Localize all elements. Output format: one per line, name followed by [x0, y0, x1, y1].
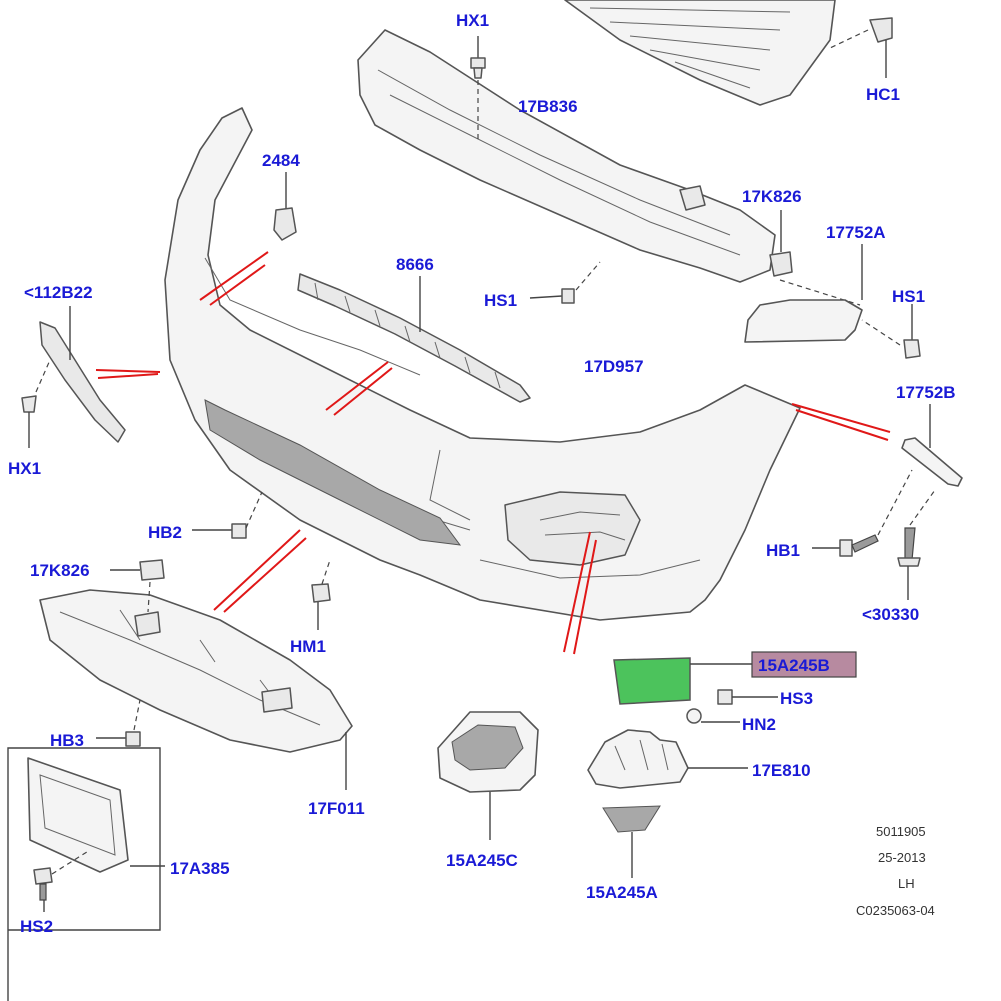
- label-2484: 2484: [262, 151, 300, 170]
- label-hb3: HB3: [50, 731, 84, 750]
- label-17b836: 17B836: [518, 97, 578, 116]
- upper-grille: [564, 0, 836, 106]
- hx1-left-fastener: [21, 359, 51, 448]
- label-hc1: HC1: [866, 85, 900, 104]
- label-hn2: HN2: [742, 715, 776, 734]
- reference-line-2: 25-2013: [878, 850, 926, 865]
- label-30330: <30330: [862, 605, 919, 624]
- bracket-17k826-right: [769, 210, 861, 306]
- label-17d957: 17D957: [584, 357, 644, 376]
- label-15a245b: 15A245B: [758, 656, 830, 675]
- label-17752a: 17752A: [826, 223, 886, 242]
- trim-17752b: [901, 404, 963, 487]
- bracket-17e810: [587, 729, 748, 789]
- clip-17k826-left: [110, 559, 165, 613]
- hb3-bolt: [96, 699, 141, 747]
- label-hx1-top: HX1: [456, 11, 489, 30]
- label-hb1: HB1: [766, 541, 800, 560]
- reference-line-3: LH: [898, 876, 915, 891]
- hb1-bolt: [812, 469, 913, 557]
- hn2-nut: [686, 708, 740, 724]
- hx1-top-fastener: [470, 36, 486, 140]
- label-17k826-left: 17K826: [30, 561, 90, 580]
- hm1-nut: [311, 559, 331, 630]
- reference-line-1: 5011905: [876, 824, 926, 839]
- insert-15a245b: [613, 657, 752, 705]
- label-hs2: HS2: [20, 917, 53, 936]
- reference-line-4: C0235063-04: [856, 903, 935, 918]
- label-15a245b-highlight: [751, 651, 857, 678]
- hs1-right-screw: [861, 304, 921, 359]
- label-17a385: 17A385: [170, 859, 230, 878]
- label-hx1-left: HX1: [8, 459, 41, 478]
- plate-bracket-17a385: [7, 747, 165, 1001]
- cover-17752a: [744, 244, 863, 343]
- label-15a245c: 15A245C: [446, 851, 518, 870]
- label-17e810: 17E810: [752, 761, 811, 780]
- red-markers: [95, 251, 891, 655]
- retainer-strip-8666: [297, 273, 531, 403]
- label-8666: 8666: [396, 255, 434, 274]
- hs2-screw: [33, 849, 91, 912]
- clip-2484: [273, 172, 297, 241]
- bumper-cover: [164, 107, 801, 621]
- label-hb2: HB2: [148, 523, 182, 542]
- bracket-112b22: [39, 306, 126, 443]
- fog-surround-15a245c: [437, 711, 539, 840]
- reinforcement-beam: [357, 29, 776, 283]
- label-17752b: 17752B: [896, 383, 956, 402]
- hs3-screw: [717, 689, 778, 705]
- label-17k826-right: 17K826: [742, 187, 802, 206]
- label-hs1-mid: HS1: [484, 291, 517, 310]
- label-15a245a: 15A245A: [586, 883, 658, 902]
- hb2-bolt: [192, 491, 263, 539]
- hs1-mid-screw: [529, 261, 601, 304]
- label-hs3: HS3: [780, 689, 813, 708]
- label-112b22: <112B22: [24, 283, 93, 302]
- insert-15a245a: [602, 805, 661, 878]
- undertray-17f011: [39, 589, 353, 790]
- label-hm1: HM1: [290, 637, 326, 656]
- label-17f011: 17F011: [308, 799, 365, 818]
- label-hs1-right: HS1: [892, 287, 925, 306]
- hc1-clip: [829, 17, 893, 78]
- stud-30330: [897, 489, 936, 600]
